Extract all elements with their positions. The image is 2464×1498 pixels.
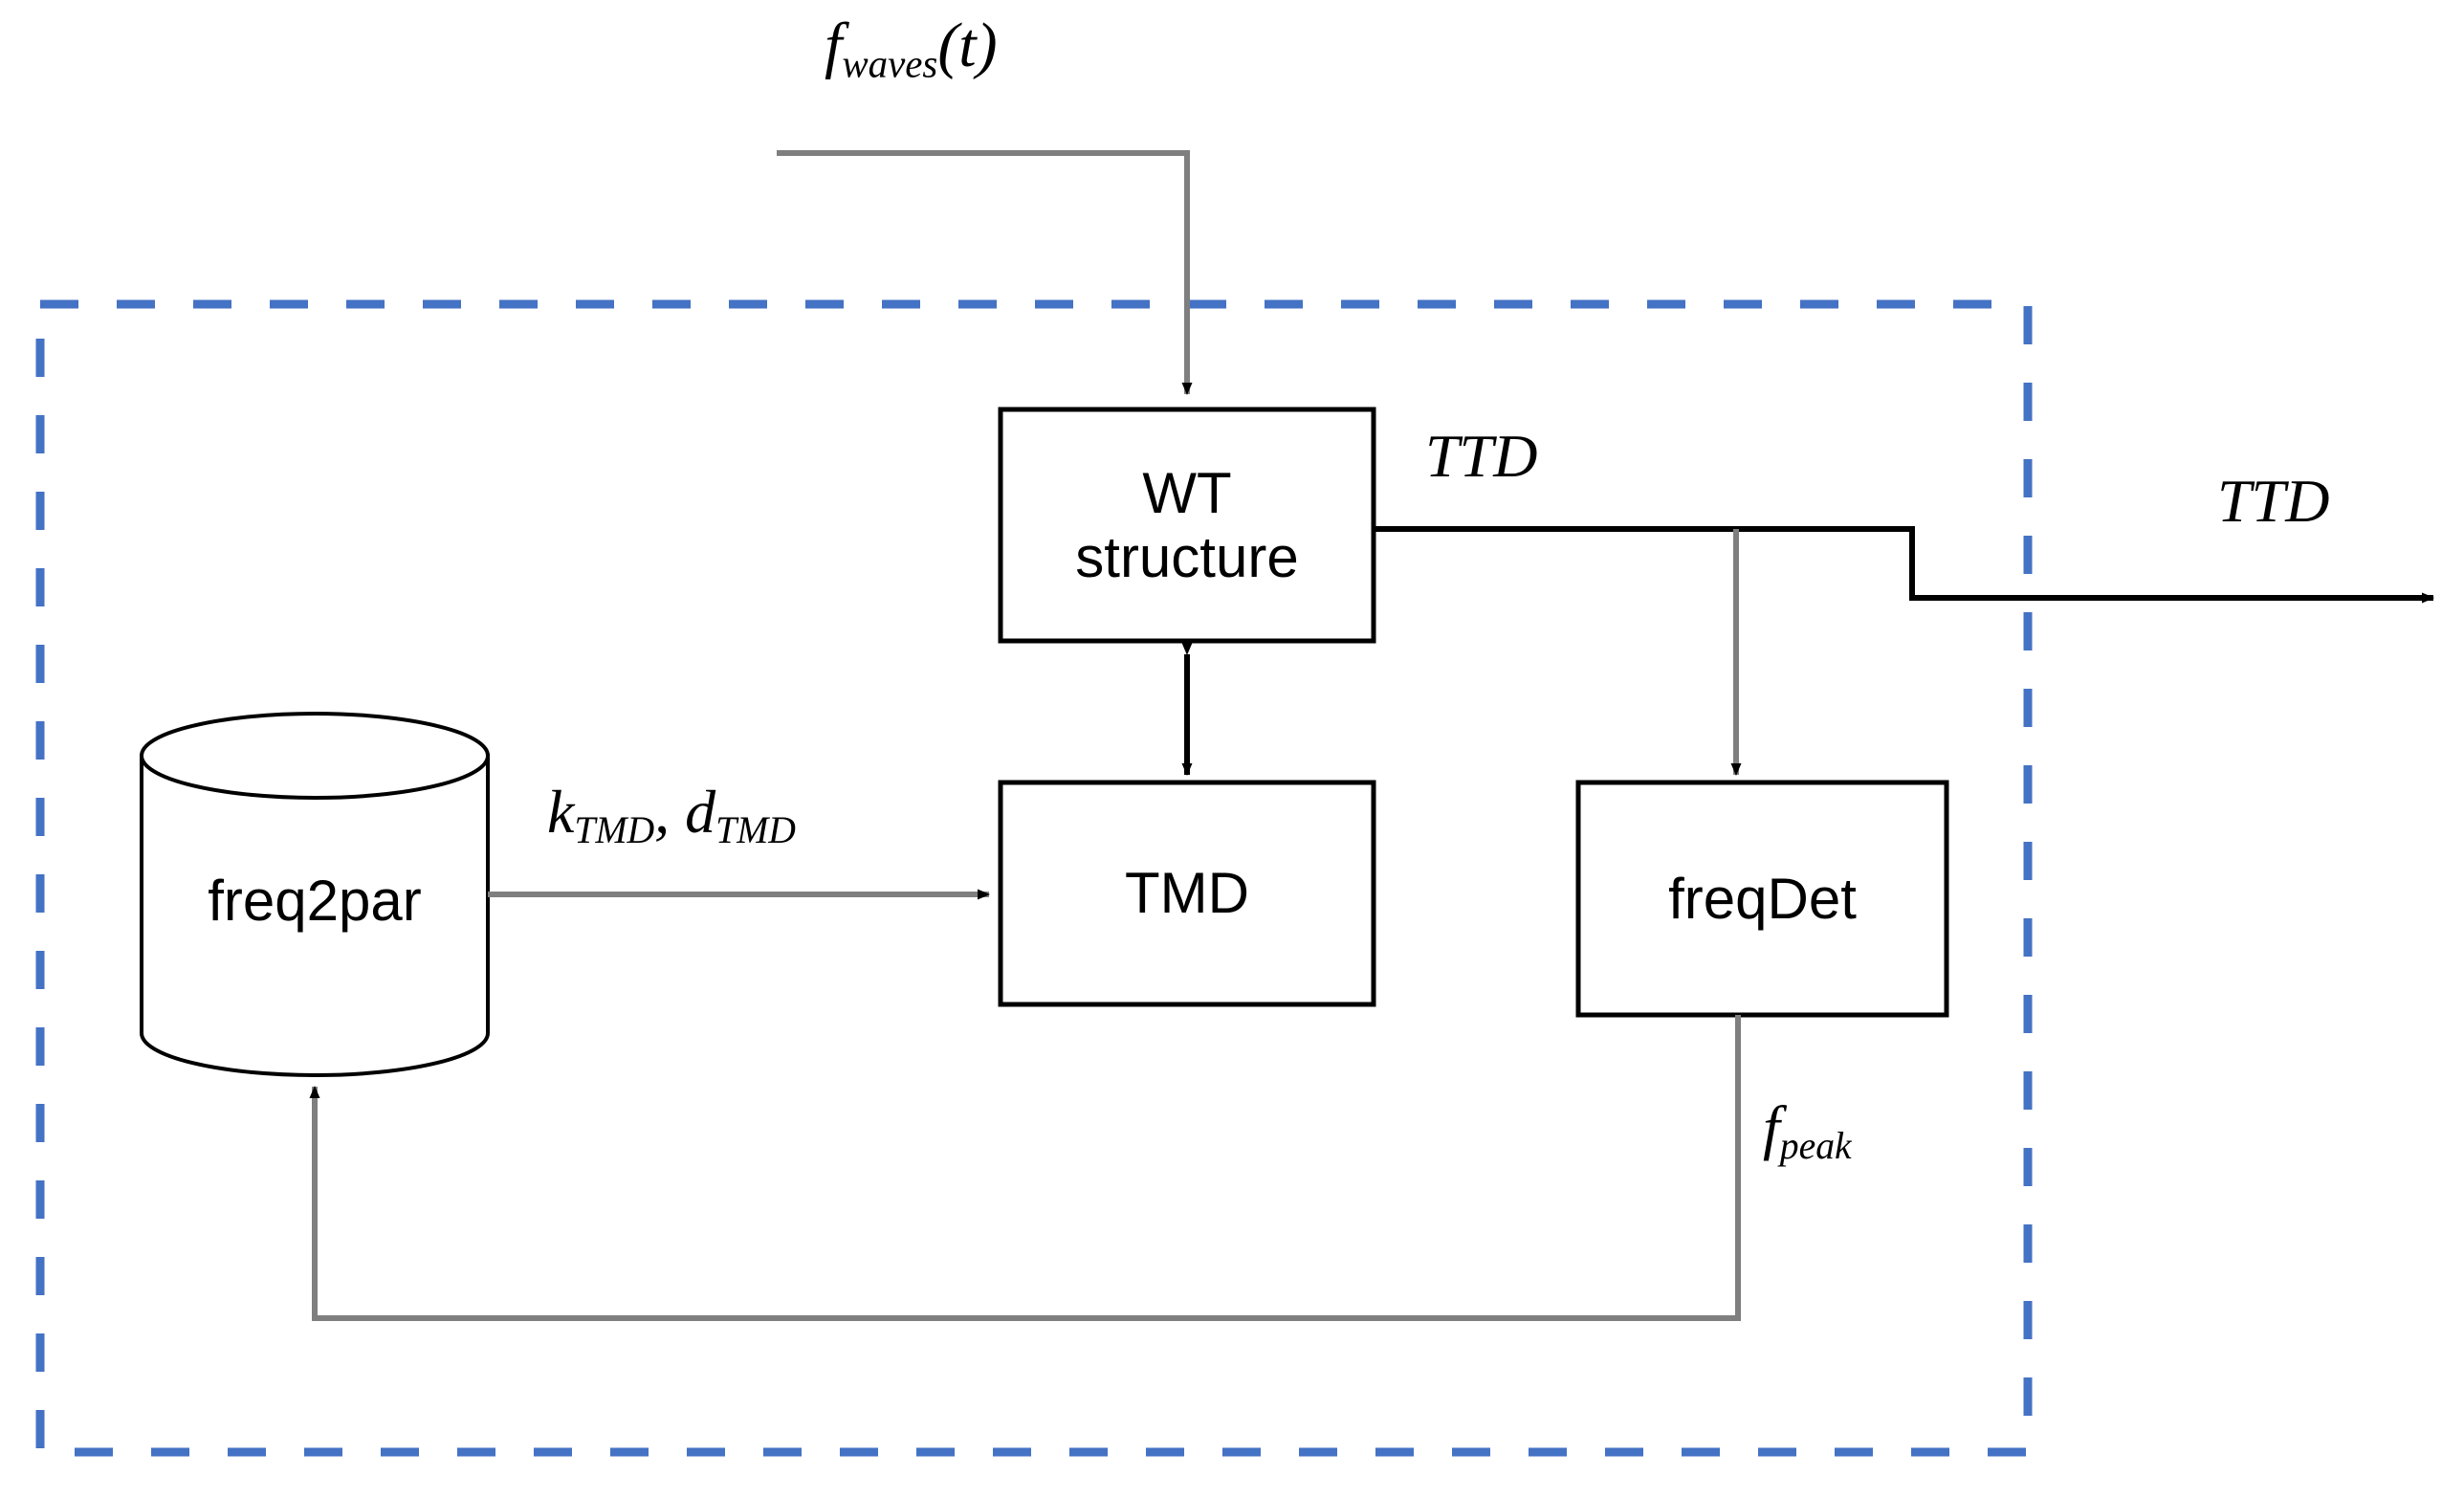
edge-ttd-output — [1374, 526, 2434, 604]
edge-waves-to-wt-structure — [777, 150, 1193, 395]
control-system-boundary — [35, 299, 2033, 1457]
node-tmd[interactable] — [998, 780, 1376, 1007]
edge-freqdet-to-freq2par — [309, 1015, 1741, 1321]
node-freqdet[interactable] — [1575, 780, 1949, 1018]
node-wt-structure[interactable] — [998, 407, 1376, 644]
node-freq2par[interactable] — [140, 712, 490, 1077]
